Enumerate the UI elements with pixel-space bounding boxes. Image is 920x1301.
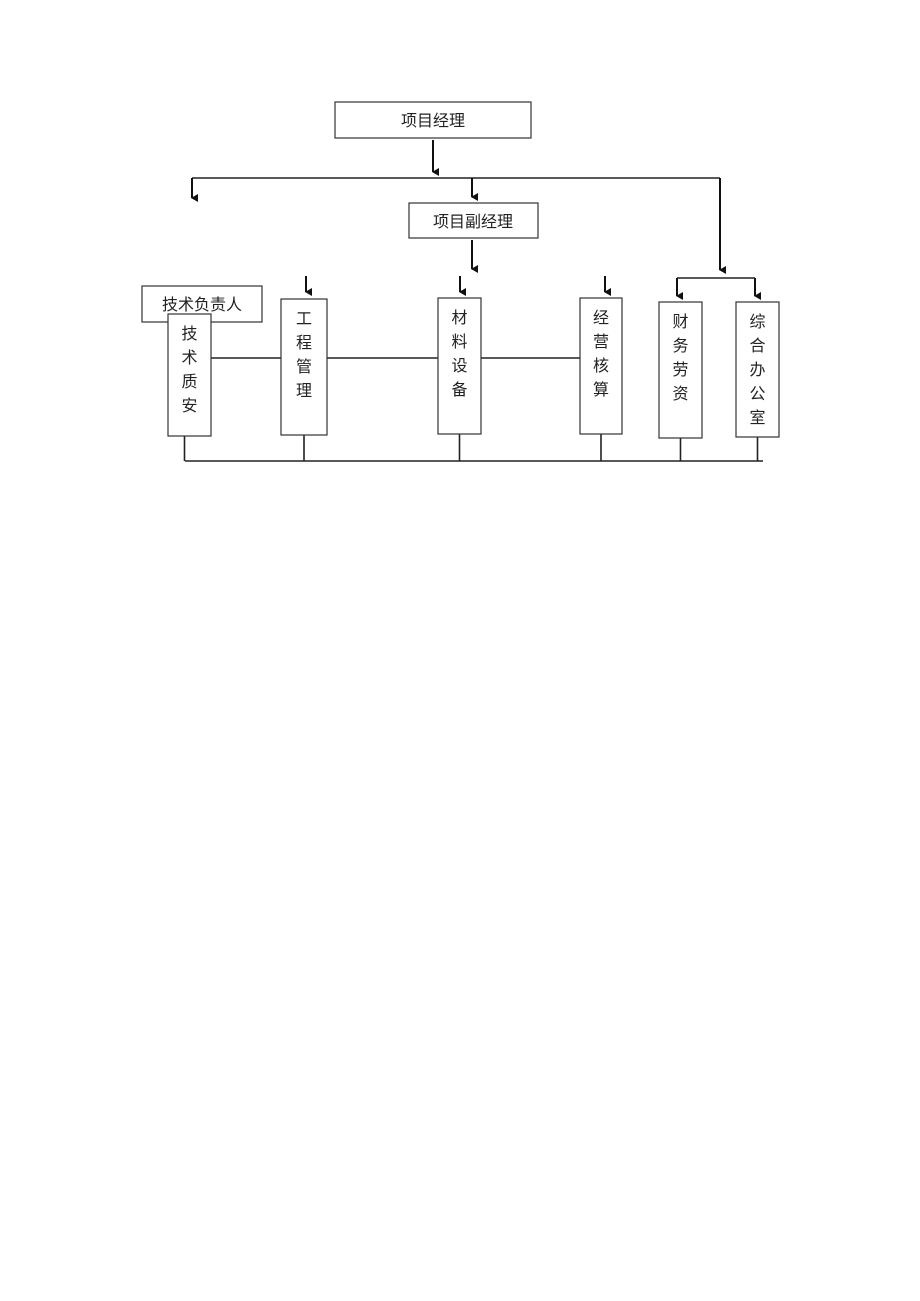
technical-quality-safety-char: 质 (181, 372, 197, 391)
finance-labor-char: 财 (672, 312, 688, 331)
engineering-management-char: 理 (296, 381, 312, 400)
technical-quality-safety-char: 安 (181, 396, 197, 415)
business-accounting-box (579, 297, 623, 435)
general-office-char: 办 (749, 360, 765, 379)
deputy-manager-box (408, 202, 539, 239)
project-manager-box (334, 101, 532, 139)
technical-quality-safety-box (167, 313, 212, 437)
finance-labor-char: 资 (672, 384, 688, 403)
materials-equipment-char: 备 (451, 380, 467, 399)
technical-quality-safety-char: 术 (181, 348, 197, 367)
materials-equipment-char: 材 (451, 308, 467, 327)
general-office-char: 综 (749, 312, 765, 331)
materials-equipment-char: 料 (451, 332, 467, 351)
business-accounting-char: 核 (593, 356, 609, 375)
engineering-management-char: 管 (296, 357, 312, 376)
general-office-char: 室 (749, 408, 765, 427)
engineering-management-char: 工 (296, 309, 312, 328)
business-accounting-char: 经 (593, 308, 609, 327)
business-accounting-char: 营 (593, 332, 609, 351)
technical-lead-label: 技术负责人 (162, 295, 242, 314)
general-office-char: 合 (749, 336, 765, 355)
technical-quality-safety-char: 技 (181, 324, 197, 343)
general-office-char: 公 (749, 384, 765, 403)
general-office-box (735, 301, 780, 438)
engineering-management-char: 程 (296, 333, 312, 352)
engineering-management-box (280, 298, 328, 436)
finance-labor-char: 务 (672, 336, 688, 355)
materials-equipment-box (437, 297, 482, 435)
deputy-manager-label: 项目副经理 (433, 212, 513, 231)
project-manager-label: 项目经理 (401, 111, 465, 130)
finance-labor-char: 劳 (672, 360, 688, 379)
finance-labor-box (658, 301, 703, 439)
materials-equipment-char: 设 (451, 356, 467, 375)
business-accounting-char: 算 (593, 380, 609, 399)
